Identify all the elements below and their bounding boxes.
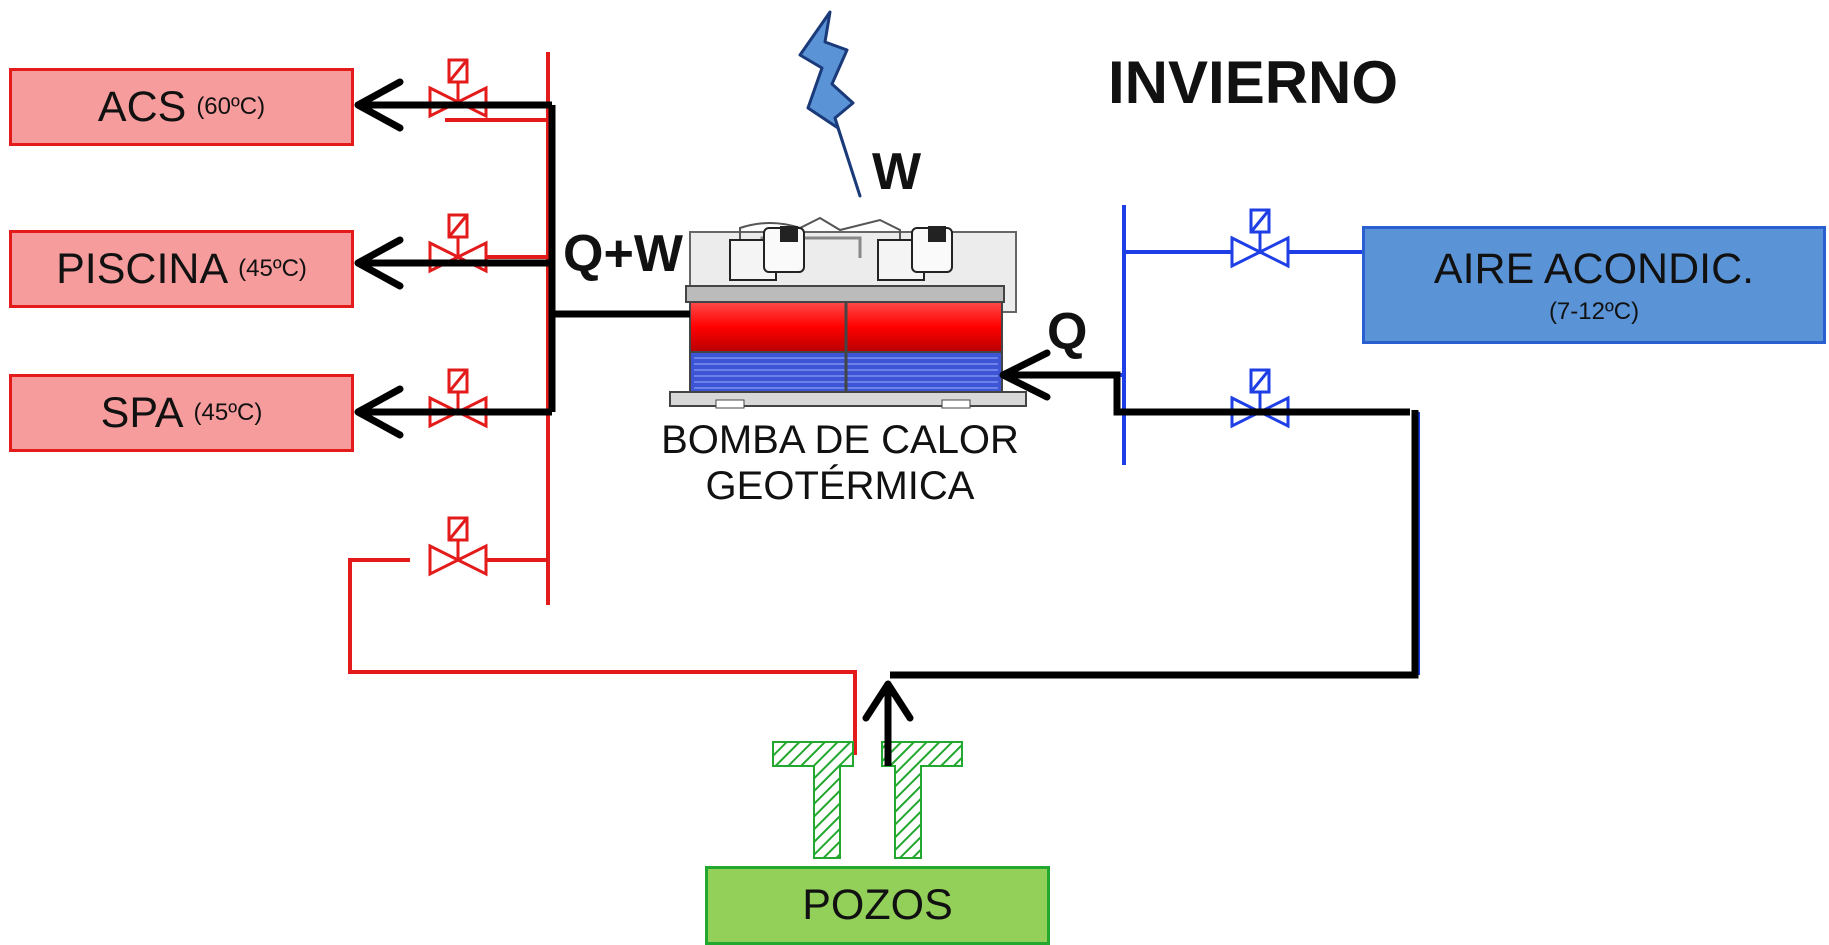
heat-pump-caption: BOMBA DE CALOR GEOTÉRMICA <box>640 417 1040 509</box>
energy-input-label: W <box>872 143 922 201</box>
hot-valve-return[interactable] <box>428 516 488 577</box>
consumer-piscina-temp: (45ºC) <box>238 255 307 282</box>
cooling-name: AIRE ACONDIC. <box>1433 244 1755 293</box>
arrow-spa-icon <box>354 385 404 439</box>
consumer-spa[interactable]: SPA (45ºC) <box>9 374 354 452</box>
heat-pump-line1: BOMBA DE CALOR <box>661 418 1019 462</box>
cooling-temp: (7-12ºC) <box>1548 297 1640 325</box>
cold-valve-lower[interactable] <box>1230 368 1290 429</box>
consumer-spa-name: SPA <box>100 388 184 437</box>
cooling-aire-acondic[interactable]: AIRE ACONDIC. (7-12ºC) <box>1362 226 1826 344</box>
consumer-piscina[interactable]: PISCINA (45ºC) <box>9 230 354 308</box>
lightning-bolt-icon <box>798 10 862 198</box>
consumer-acs-temp: (60ºC) <box>196 93 266 120</box>
arrow-piscina-icon <box>354 236 404 290</box>
arrow-into-pump-icon <box>999 349 1051 401</box>
heat-pump-line2: GEOTÉRMICA <box>705 464 975 508</box>
consumer-piscina-name: PISCINA <box>56 244 229 293</box>
wells-box[interactable]: POZOS <box>705 866 1050 945</box>
output-heat-label: Q+W <box>563 225 683 283</box>
arrow-from-wells-icon <box>862 680 914 722</box>
cold-valve-upper[interactable] <box>1230 208 1290 269</box>
heat-pump-icon <box>669 216 1027 409</box>
wells-label: POZOS <box>802 881 953 929</box>
consumer-acs-name: ACS <box>97 82 187 131</box>
absorbed-heat-label: Q <box>1047 303 1088 361</box>
cold-manifold <box>990 205 1420 675</box>
well-pipes-icon <box>772 741 963 859</box>
arrow-acs-icon <box>354 78 404 132</box>
flow-lines <box>363 101 1419 766</box>
flow-arrowheads <box>354 78 1051 722</box>
page-title: INVIERNO <box>1108 49 1399 116</box>
consumer-acs[interactable]: ACS (60ºC) <box>9 68 354 146</box>
hot-valve-spa[interactable] <box>428 368 488 429</box>
consumer-spa-temp: (45ºC) <box>193 399 263 426</box>
